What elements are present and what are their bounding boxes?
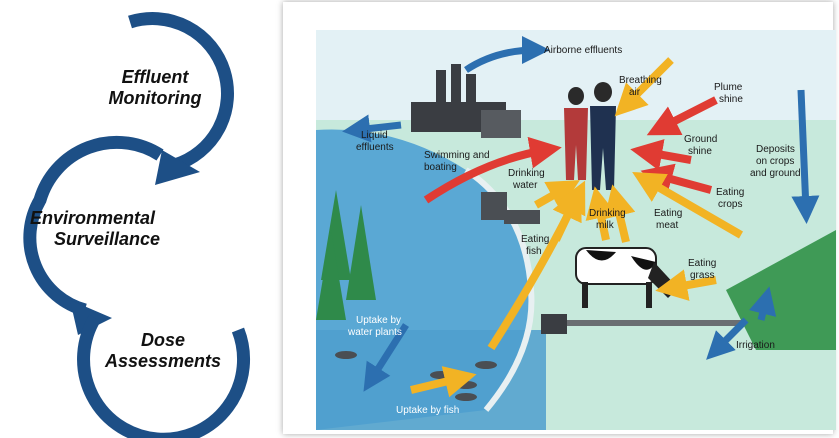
cycle-arrow-surveillance [23,135,164,317]
irrigation-pipe [541,320,741,326]
label-uptake-by-fish: Uptake by fish [396,405,459,416]
label-liquid-2: effluents [356,142,394,153]
label-uptake-plants-1: Uptake by [356,315,401,326]
label-plume-2: shine [719,94,743,105]
label-uptake-plants-2: water plants [347,327,402,338]
label-deposits-3: and ground [750,168,801,179]
step-dose-assessments: Dose Assessments [88,330,238,372]
label-plume-1: Plume [714,82,743,93]
label-drinking-water-1: Drinking [508,168,545,179]
label-breathing-1: Breathing [619,75,662,86]
forest [316,190,376,320]
label-drinking-milk-1: Drinking [589,208,626,219]
step-dose-line1: Dose [140,330,185,350]
step-env-line2: Surveillance [54,229,161,249]
yellow-arrows [410,57,744,398]
step-effluent-line2: Monitoring [108,88,202,108]
cycle-arrowhead-1 [155,150,200,185]
label-eating-grass-1: Eating [688,258,716,269]
pathway-labels: Airborne effluents Breathing air Plume s… [347,45,801,416]
label-ground-1: Ground [684,134,717,145]
power-plant [411,64,521,138]
label-eating-crops-2: crops [718,199,742,210]
blue-arrows [342,36,820,392]
label-eating-meat-1: Eating [654,208,682,219]
label-eating-meat-2: meat [656,220,678,231]
step-dose-line2: Assessments [104,351,222,371]
label-deposits-2: on crops [756,156,794,167]
exposure-pathways-diagram: Airborne effluents Breathing air Plume s… [316,30,836,430]
cycle-arrow-effluent [128,12,234,172]
crop-field [726,230,836,350]
label-drinking-water-2: water [512,180,538,191]
label-deposits-1: Deposits [756,144,795,155]
label-eating-grass-2: grass [690,270,714,281]
cycle-diagram [23,12,251,438]
label-irrigation: Irrigation [736,340,775,351]
label-liquid-1: Liquid [361,130,388,141]
label-eating-fish-1: Eating [521,234,549,245]
label-eating-fish-2: fish [526,246,542,257]
label-breathing-2: air [629,87,641,98]
water-treatment-tank [481,192,540,224]
label-swimming-2: boating [424,162,457,173]
people [564,82,616,190]
label-swimming-1: Swimming and [424,150,490,161]
pump-house [541,314,567,334]
label-ground-2: shine [688,146,712,157]
label-airborne-effluents: Airborne effluents [544,45,622,56]
label-eating-crops-1: Eating [716,187,744,198]
step-effluent-line1: Effluent [121,67,189,87]
label-drinking-milk-2: milk [596,220,615,231]
cycle-arrow-dose [77,314,251,438]
step-effluent-monitoring: Effluent Monitoring [90,67,220,109]
step-env-line1: Environmental [30,208,156,228]
step-environmental-surveillance: Environmental Surveillance [2,208,202,250]
